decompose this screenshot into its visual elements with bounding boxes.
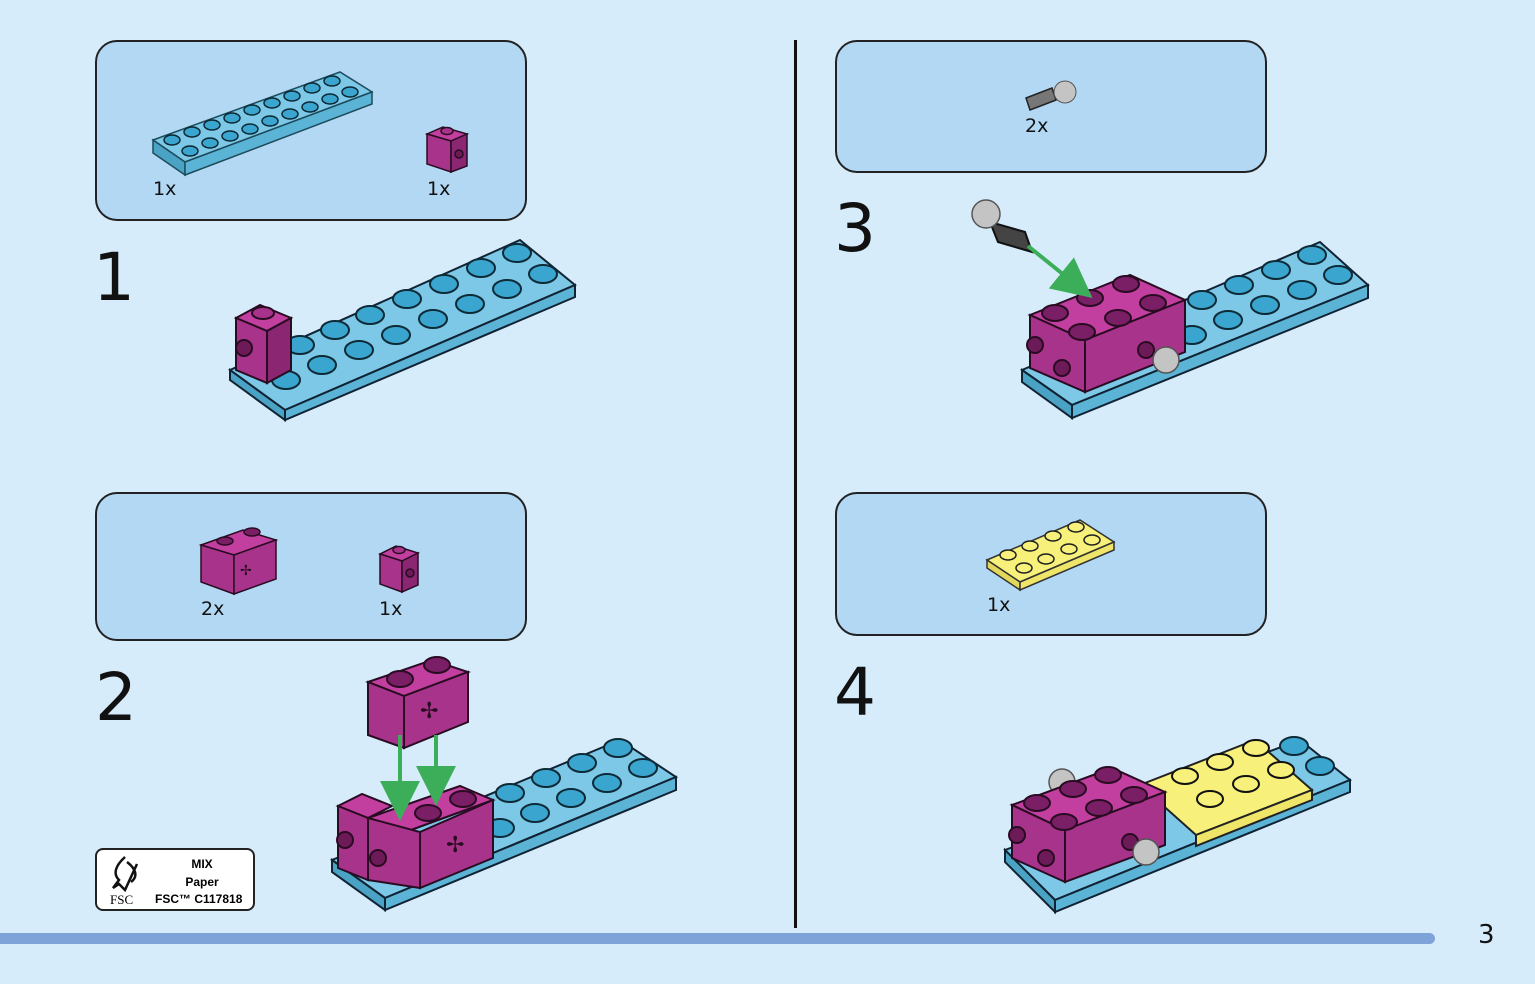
column-divider [794, 40, 797, 928]
step-number-3: 3 [834, 190, 876, 267]
step-2-part-1-qty: 2x [201, 598, 225, 620]
fsc-mix-label: MIX [191, 857, 213, 871]
parts-panel-step-3 [835, 40, 1267, 173]
step-3-part-1-qty: 2x [1025, 115, 1049, 137]
fsc-license-code: FSC™ C117818 [155, 892, 243, 906]
step-2-part-2-qty: 1x [379, 598, 403, 620]
step-number-2: 2 [95, 659, 137, 736]
svg-text:✢: ✢ [446, 832, 464, 857]
part-magenta-1x1-brick [424, 126, 470, 174]
parts-panel-step-2 [95, 492, 527, 641]
step-number-4: 4 [834, 654, 876, 731]
fsc-paper-label: Paper [185, 875, 219, 889]
step-3-model [971, 199, 1370, 420]
step-1-model [228, 238, 577, 422]
step-2-model: ✢ ✢ [329, 656, 679, 912]
page-footer-bar [0, 933, 1435, 944]
part-blue-plate-2x10 [151, 71, 374, 177]
step-4-model [1003, 736, 1352, 915]
part-magenta-1x1-brick-2 [378, 545, 420, 594]
step-1-part-2-qty: 1x [427, 178, 451, 200]
step-number-1: 1 [93, 239, 135, 316]
svg-text:✢: ✢ [240, 562, 252, 578]
part-yellow-plate-2x4 [985, 519, 1116, 592]
part-magenta-1x2-technic-brick: ✢ [198, 527, 279, 596]
part-grey-ball-pin [1025, 80, 1077, 111]
svg-text:✢: ✢ [420, 698, 438, 723]
fsc-logo-text: FSC [110, 892, 134, 907]
step-4-part-1-qty: 1x [987, 594, 1011, 616]
page-number: 3 [1478, 920, 1495, 950]
step-1-part-1-qty: 1x [153, 178, 177, 200]
tree-checkmark-icon [112, 856, 139, 892]
fsc-certification-label: FSC MIX Paper FSC™ C117818 [95, 848, 255, 911]
